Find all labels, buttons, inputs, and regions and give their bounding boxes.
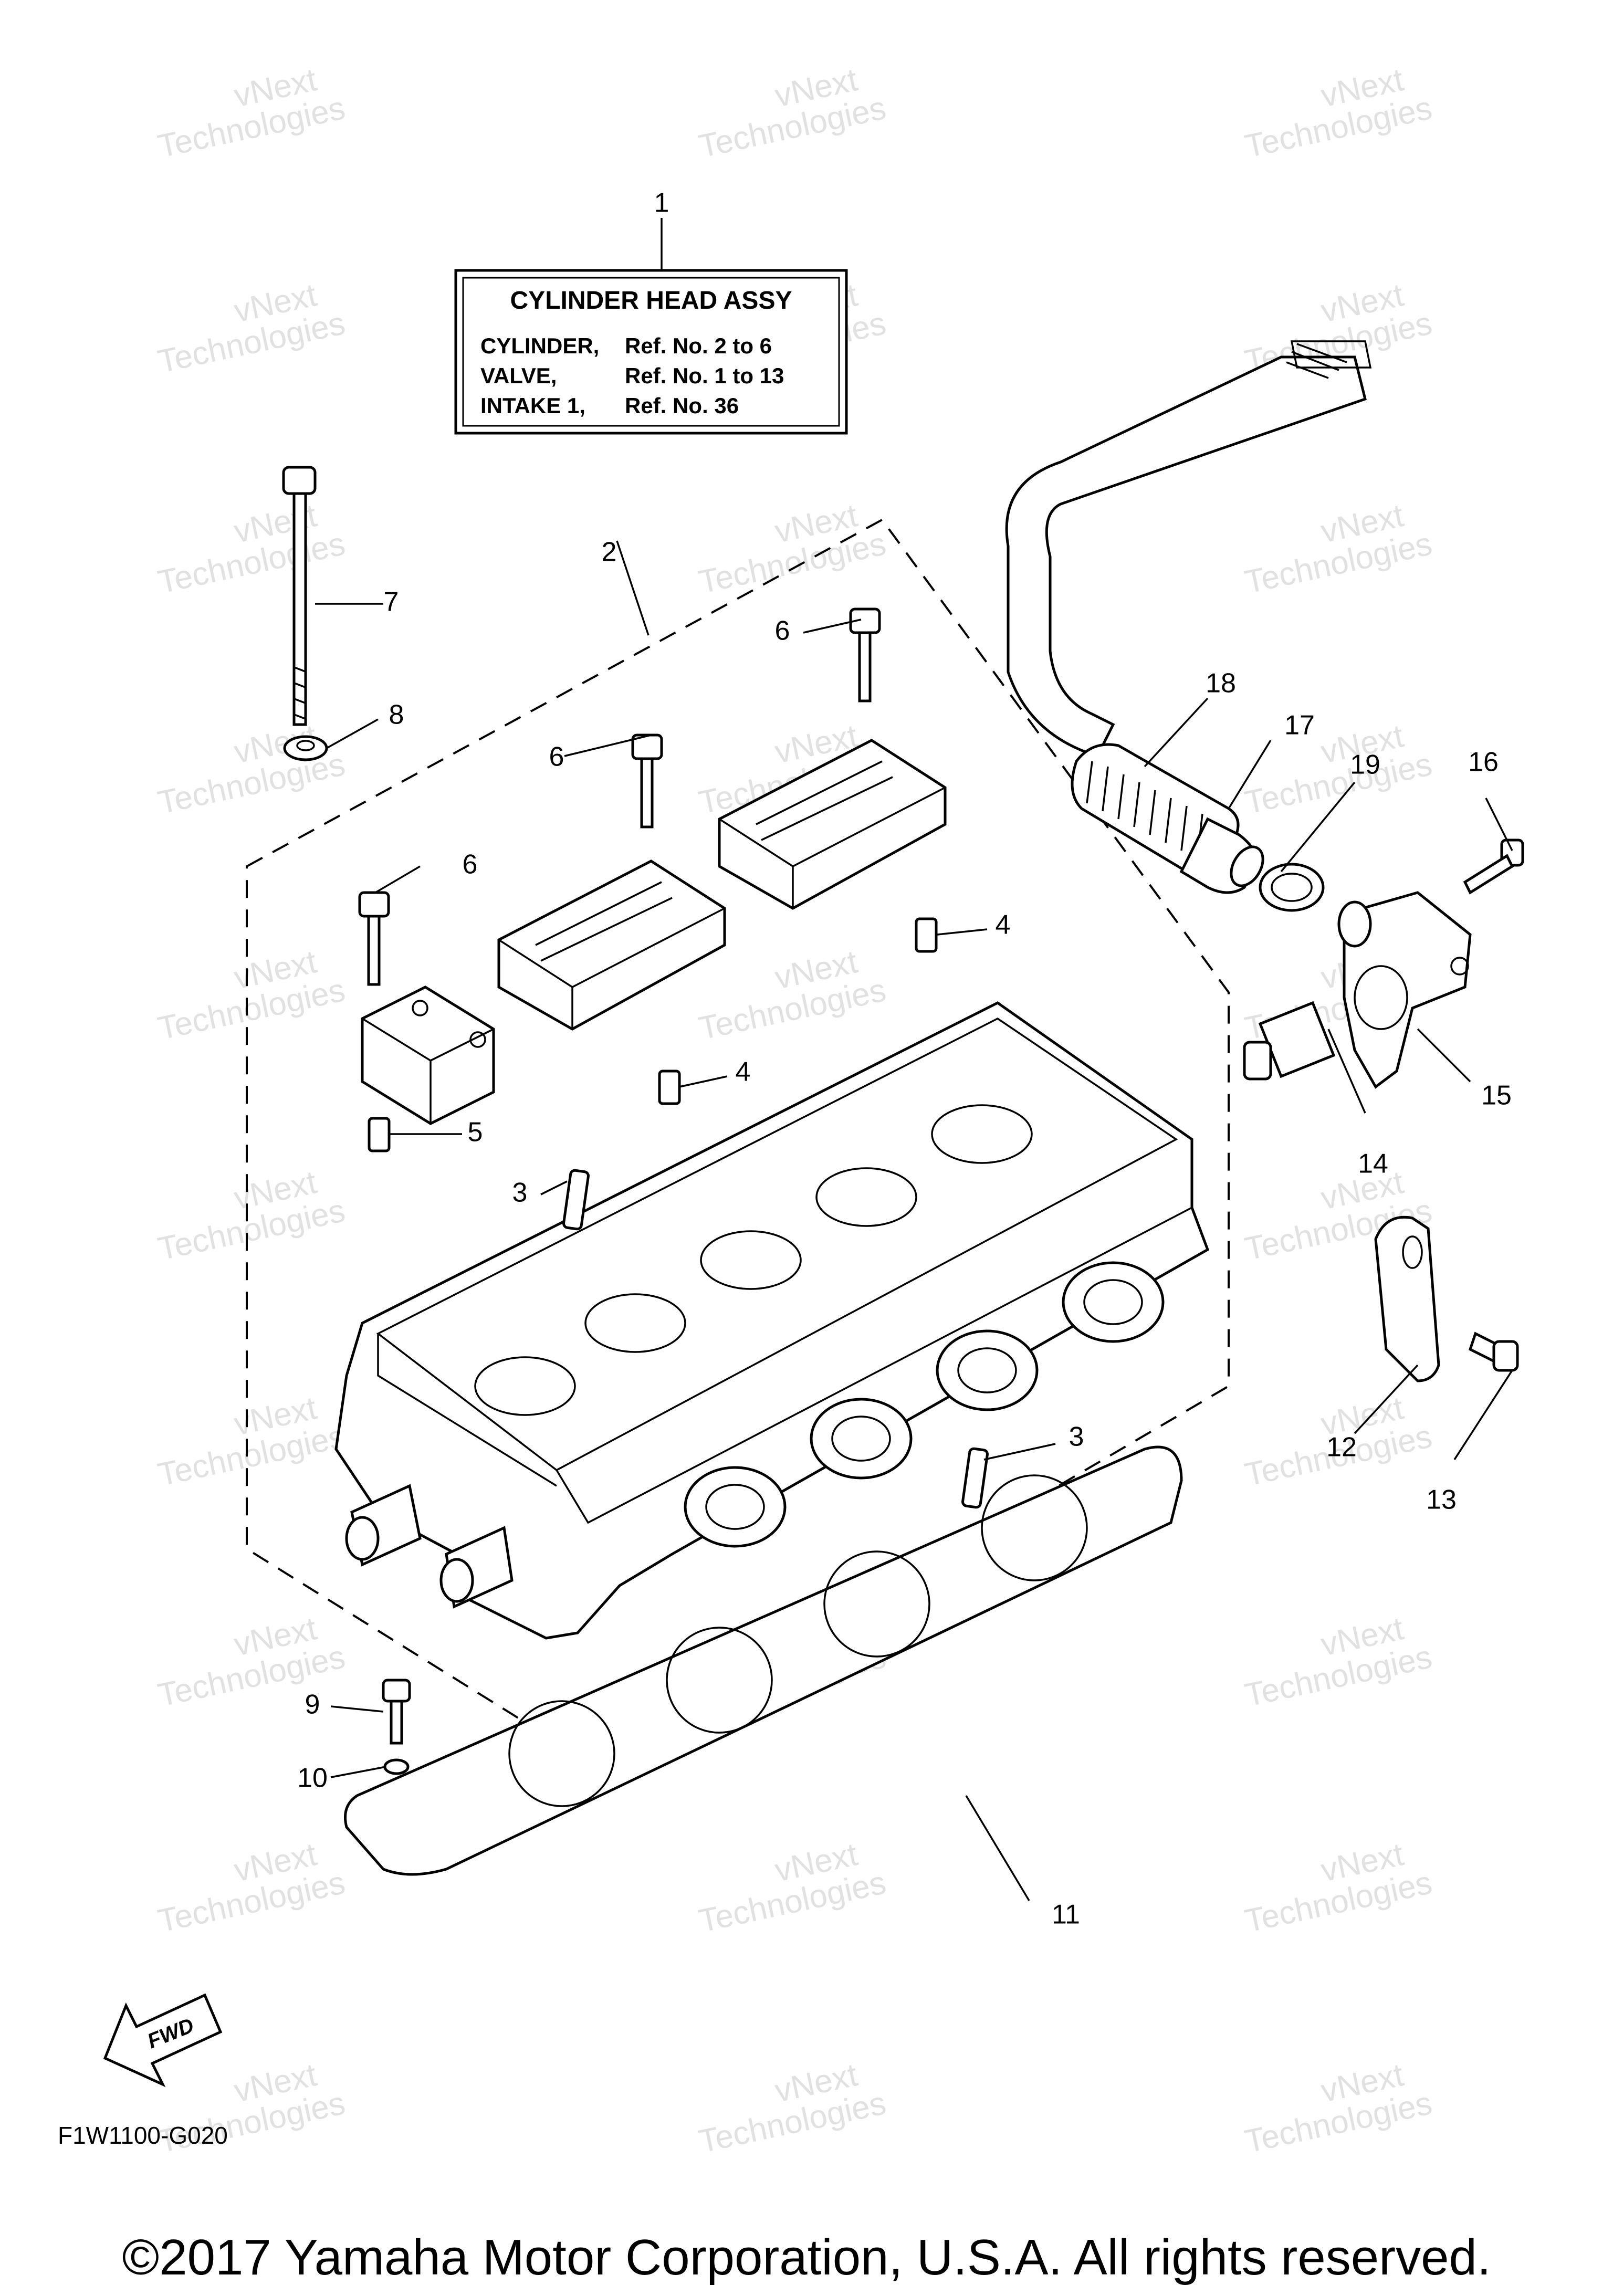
callout-18: 18 xyxy=(1206,668,1236,699)
callout-16: 16 xyxy=(1468,747,1499,778)
callout-19: 19 xyxy=(1350,750,1380,780)
callout-3-b: 3 xyxy=(1069,1422,1084,1452)
callout-15: 15 xyxy=(1481,1081,1512,1111)
bolt-9 xyxy=(382,1679,411,1775)
assy-label-box: CYLINDER HEAD ASSY CYLINDER, Ref. No. 2 … xyxy=(454,269,848,435)
thermostat xyxy=(1243,1001,1336,1081)
callout-12: 12 xyxy=(1326,1432,1357,1463)
bolt-6-center xyxy=(631,733,663,829)
head-gasket xyxy=(344,1445,1183,1876)
washer-8 xyxy=(283,735,328,761)
bolt-6-left xyxy=(358,891,390,986)
assy-row-2-ref: Ref. No. 1 to 13 xyxy=(625,363,784,388)
bracket-12 xyxy=(1374,1215,1440,1382)
cylinder-head xyxy=(334,1001,1210,1640)
assy-row-3-ref: Ref. No. 36 xyxy=(625,393,739,418)
callout-11: 11 xyxy=(1052,1900,1080,1930)
assy-row-1-ref: Ref. No. 2 to 6 xyxy=(625,333,772,358)
assy-title: CYLINDER HEAD ASSY xyxy=(510,287,792,314)
copyright-notice: ©2017 Yamaha Motor Corporation, U.S.A. A… xyxy=(122,2229,1491,2285)
hose-corrugation xyxy=(1286,343,1347,379)
callout-4-b: 4 xyxy=(736,1057,751,1087)
callout-4-a: 4 xyxy=(996,910,1011,940)
callout-10: 10 xyxy=(297,1763,328,1794)
callout-17: 17 xyxy=(1284,710,1315,741)
callout-14: 14 xyxy=(1358,1149,1388,1179)
bolt-6-right xyxy=(849,607,881,703)
bolt-16 xyxy=(1463,838,1524,895)
fwd-arrow: FWD xyxy=(103,1993,223,2088)
hose-clamp xyxy=(1259,863,1325,912)
callout-6-c: 6 xyxy=(463,850,478,880)
assy-row-1-label: CYLINDER, xyxy=(480,333,599,358)
callout-9: 9 xyxy=(305,1690,320,1720)
callout-7: 7 xyxy=(384,587,399,617)
callout-1: 1 xyxy=(654,188,669,218)
callout-5: 5 xyxy=(468,1117,483,1148)
bolt-7 xyxy=(282,466,317,726)
callout-6-a: 6 xyxy=(775,616,790,646)
thermostat-cover xyxy=(1337,891,1472,1089)
callout-6-b: 6 xyxy=(549,742,564,772)
water-hose xyxy=(1005,340,1372,894)
assy-row-3-label: INTAKE 1, xyxy=(480,393,585,418)
callout-2: 2 xyxy=(602,537,617,568)
callouts: 1 2 3 3 4 4 5 6 6 6 7 8 9 10 11 12 13 14… xyxy=(297,188,1512,1930)
assy-row-2-label: VALVE, xyxy=(480,363,557,388)
callout-3-a: 3 xyxy=(512,1178,528,1208)
bolt-13 xyxy=(1468,1332,1519,1372)
leader-lines xyxy=(315,218,1513,1901)
camshaft-cap-right xyxy=(718,739,947,910)
dowel-pins xyxy=(368,917,938,1152)
camshaft-cap-left xyxy=(361,986,495,1125)
diagram-code: F1W1100-G020 xyxy=(58,2122,228,2149)
camshaft-cap-center xyxy=(497,859,726,1031)
dowel-pin-3 xyxy=(562,1169,989,1509)
callout-8: 8 xyxy=(389,700,404,730)
callout-13: 13 xyxy=(1426,1485,1457,1515)
